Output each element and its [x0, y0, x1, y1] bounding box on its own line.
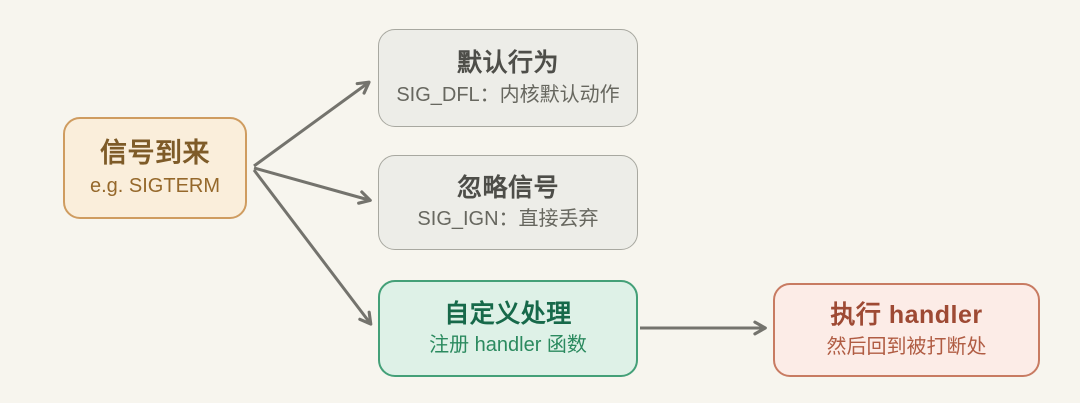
node-signal-arrival-subtitle: e.g. SIGTERM: [89, 174, 221, 197]
node-custom-handling-subtitle: 注册 handler 函数: [429, 334, 587, 357]
node-run-handler-subtitle: 然后回到被打断处: [826, 335, 987, 358]
node-signal-arrival: 信号到来 e.g. SIGTERM: [63, 117, 247, 219]
node-default-action-subtitle: SIG_DFL：内核默认动作: [396, 83, 620, 106]
node-default-action-title: 默认行为: [456, 49, 559, 78]
node-run-handler: 执行 handler 然后回到被打断处: [773, 283, 1040, 377]
node-custom-handling: 自定义处理 注册 handler 函数: [378, 280, 638, 377]
arrow-source-to-custom: [252, 169, 373, 326]
arrow-source-to-ignore: [253, 166, 372, 205]
node-default-action: 默认行为 SIG_DFL：内核默认动作: [378, 29, 638, 127]
node-signal-arrival-title: 信号到来: [100, 138, 210, 169]
node-ignore-signal-subtitle: SIG_IGN：直接丢弃: [417, 208, 599, 231]
node-run-handler-title: 执行 handler: [830, 301, 983, 330]
node-custom-handling-title: 自定义处理: [444, 299, 572, 328]
arrow-source-to-default: [253, 80, 371, 168]
node-ignore-signal: 忽略信号 SIG_IGN：直接丢弃: [378, 155, 638, 250]
node-ignore-signal-title: 忽略信号: [456, 173, 559, 202]
